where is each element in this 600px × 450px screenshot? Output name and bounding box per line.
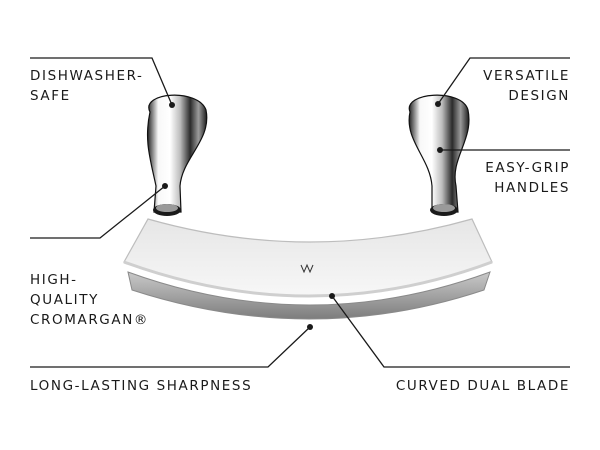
versatile-design-label: VERSATILE DESIGN [483, 68, 570, 104]
right-handle [408, 94, 470, 216]
lower-blade [127, 271, 491, 320]
easy-grip-label: EASY-GRIP HANDLES [485, 160, 570, 196]
dishwasher-safe-label: DISHWASHER- SAFE [30, 68, 144, 104]
wmf-logo-icon [300, 263, 314, 274]
callout-lines [30, 57, 570, 368]
left-handle [146, 94, 208, 216]
curved-blade-label: CURVED DUAL BLADE [395, 378, 570, 394]
high-quality-label: HIGH- QUALITY CROMARGAN® [30, 272, 149, 328]
sharpness-label: LONG-LASTING SHARPNESS [30, 378, 253, 394]
callout-dots [162, 101, 443, 330]
upper-blade [123, 218, 493, 297]
